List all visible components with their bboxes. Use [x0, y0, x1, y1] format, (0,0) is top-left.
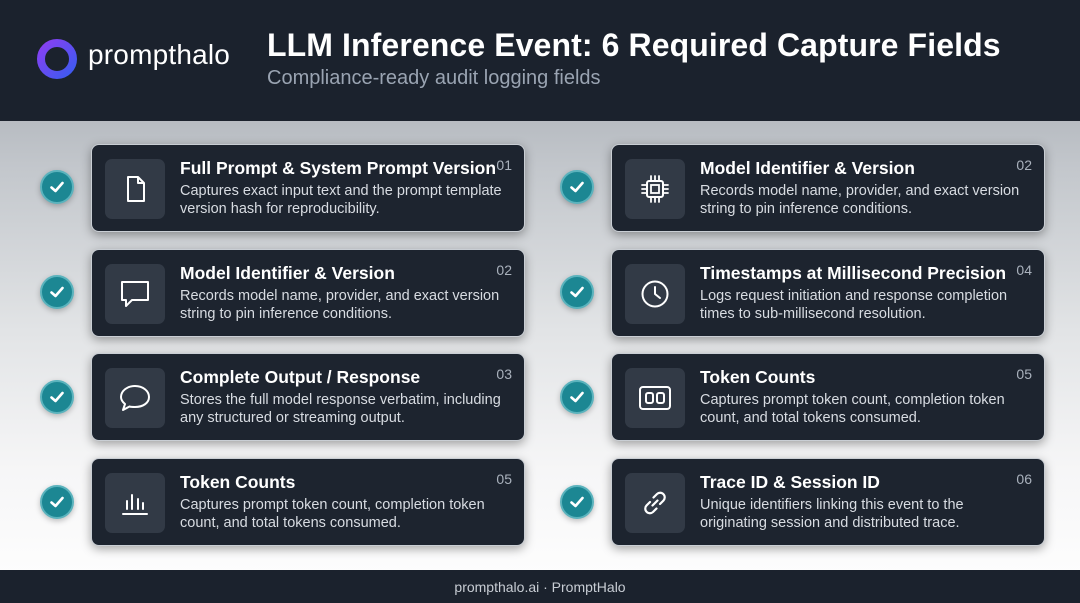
card-description: Captures prompt token count, completion … — [180, 497, 485, 531]
footer: prompthalo.ai · PromptHalo — [0, 570, 1080, 603]
card-description: Unique identifiers linking this event to… — [700, 497, 964, 531]
card-description: Records model name, provider, and exact … — [180, 288, 500, 322]
card-description: Captures prompt token count, completion … — [700, 392, 1005, 426]
card-title: Model Identifier & Version — [700, 158, 915, 178]
link-icon — [625, 473, 685, 533]
brand-name: prompthalo — [88, 39, 231, 70]
card-number: 02 — [496, 262, 512, 278]
check-circle-icon — [560, 275, 594, 309]
card-description: Records model name, provider, and exact … — [700, 183, 1020, 217]
card-number: 04 — [1016, 262, 1032, 278]
card-description: Logs request initiation and response com… — [700, 288, 1008, 322]
counter-icon — [625, 368, 685, 428]
check-circle-icon — [40, 170, 74, 204]
document-icon — [105, 159, 165, 219]
card-title: Full Prompt & System Prompt Version — [180, 158, 497, 178]
card-number: 01 — [496, 157, 512, 173]
check-circle-icon — [560, 380, 594, 414]
card-title: Timestamps at Millisecond Precision — [700, 263, 1007, 283]
card-number: 03 — [496, 366, 512, 382]
capture-field-card: Model Identifier & Version Records model… — [611, 144, 1045, 232]
card-description: Captures exact input text and the prompt… — [180, 183, 502, 217]
card-title: Token Counts — [180, 472, 296, 492]
card-title: Trace ID & Session ID — [700, 472, 880, 492]
check-circle-icon — [560, 485, 594, 519]
capture-field-card: Timestamps at Millisecond Precision Logs… — [611, 249, 1045, 337]
card-number: 05 — [1016, 366, 1032, 382]
chip-icon — [625, 159, 685, 219]
capture-field-card: Full Prompt & System Prompt Version Capt… — [91, 144, 525, 232]
capture-field-card: Model Identifier & Version Records model… — [91, 249, 525, 337]
bar-chart-icon — [105, 473, 165, 533]
footer-text: prompthalo.ai · PromptHalo — [454, 578, 626, 595]
card-title: Model Identifier & Version — [180, 263, 395, 283]
card-description: Stores the full model response verbatim,… — [180, 392, 501, 426]
card-number: 06 — [1016, 471, 1032, 487]
speech-bubble-icon — [105, 368, 165, 428]
check-circle-icon — [560, 170, 594, 204]
card-title: Complete Output / Response — [180, 367, 421, 387]
card-title: Token Counts — [700, 367, 816, 387]
check-circle-icon — [40, 275, 74, 309]
page-subtitle: Compliance-ready audit logging fields — [267, 67, 601, 89]
page-title: LLM Inference Event: 6 Required Capture … — [267, 27, 1001, 63]
card-number: 02 — [1016, 157, 1032, 173]
check-circle-icon — [40, 485, 74, 519]
check-circle-icon — [40, 380, 74, 414]
card-number: 05 — [496, 471, 512, 487]
halo-ring-icon — [37, 39, 77, 79]
chat-square-icon — [105, 264, 165, 324]
header: prompthalo LLM Inference Event: 6 Requir… — [0, 0, 1080, 121]
capture-field-card: Trace ID & Session ID Unique identifiers… — [611, 458, 1045, 546]
capture-field-card: Complete Output / Response Stores the fu… — [91, 353, 525, 441]
capture-field-card: Token Counts Captures prompt token count… — [611, 353, 1045, 441]
clock-icon — [625, 264, 685, 324]
capture-field-card: Token Counts Captures prompt token count… — [91, 458, 525, 546]
